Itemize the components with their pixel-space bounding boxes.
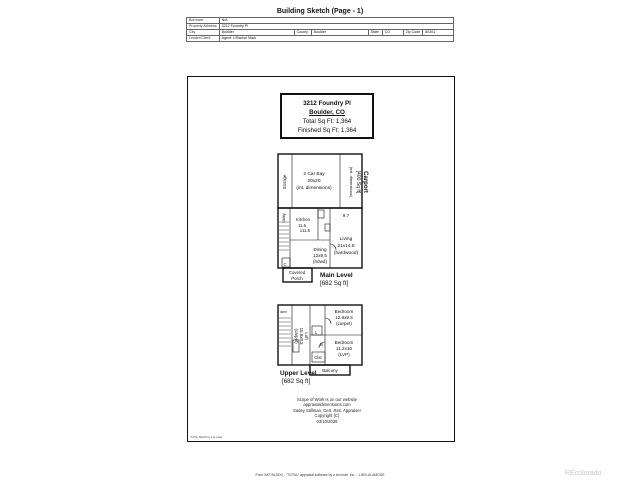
bedroom1-label: Bedroom (335, 309, 354, 314)
scope-block: Scope of Work is on our website appraisa… (262, 397, 392, 424)
porch-label-2: Porch (291, 276, 303, 281)
dining-dims: 12x9.5 (313, 253, 327, 258)
total-sqft: Total Sq Ft: 1,364 (302, 118, 352, 125)
city-line: Boulder, CO (309, 109, 345, 116)
loft-dims: 15.8x8.3 (299, 328, 304, 345)
main-level-outline (277, 207, 363, 269)
header-table: Borrower N/A Property Address 3212 Found… (186, 17, 455, 42)
upper-level-sqft: [682 Sq ft] (282, 378, 310, 385)
c-label: C (283, 262, 286, 267)
b-label: B (320, 342, 323, 347)
kitchen-dims2: x11.5 (300, 228, 311, 233)
carport-title: Carport (362, 171, 368, 193)
storage-label: Storage (282, 174, 287, 189)
porch-outline (282, 267, 313, 283)
garage-label: 2 Car Bay (303, 171, 325, 177)
loft-floor: (carpet) (294, 328, 299, 344)
living-dims: 21x14.8 (337, 243, 354, 249)
l-label: L (315, 330, 318, 335)
balcony-outline (309, 364, 351, 376)
balcony-label: Balcony (322, 368, 338, 373)
porch-label-1: Covered (289, 270, 306, 275)
garage-note: (int. dimensions) (296, 185, 332, 191)
kitchen-label: Kitchen (296, 217, 311, 222)
living-floor: (hardwood) (334, 250, 359, 256)
lender-value: Agent: L/Rachel Mark (218, 35, 455, 42)
carport-dims: (ext. dimensions) (349, 167, 354, 198)
sketch-sheet (187, 76, 455, 442)
bedroom2-floor: (LVP) (338, 352, 350, 357)
bedroom2-dims: 11.2x10 (336, 346, 352, 351)
carport-sqft: [400 Sq ft] (355, 171, 361, 194)
bedroom1-floor: (carpet) (336, 321, 352, 326)
form-footer: Form SKT.BLDDG - "TOTAL" appraisal softw… (255, 473, 385, 477)
loft-label: Loft (304, 332, 309, 340)
scope-line-3: Sadey Stillman, Cert. Res. Appraiser (293, 407, 361, 413)
bedroom1-dims: 12.8x9.5 (335, 315, 353, 320)
utility-label: Utility (282, 213, 286, 222)
main-level-sqft: [682 Sq ft] (320, 280, 348, 287)
dim-9-7: 9.7 (343, 213, 350, 218)
dining-label: Dining (313, 247, 326, 252)
scope-line-4: Copyright (C) (314, 413, 340, 419)
scope-line-1: Scope of Work is on our website (297, 397, 357, 402)
address-line: 3212 Foundry Pl (303, 100, 351, 107)
garage-dims: 20x20 (307, 178, 320, 184)
bedroom2-label: Bedroom (335, 340, 354, 345)
main-level-title: Main Level (320, 272, 353, 279)
address-box: 3212 Foundry Pl Boulder, CO Total Sq Ft:… (280, 93, 374, 139)
scope-line-2: appraisaldimensions.com (303, 402, 351, 408)
kitchen-dims: 11.6 (298, 223, 307, 228)
dwn-label: dwn (280, 310, 287, 314)
finished-sqft: Finished Sq Ft: 1,364 (297, 127, 357, 134)
living-label: Living (340, 236, 353, 242)
page-title: Building Sketch (Page - 1) (276, 8, 364, 15)
closet-label: Clst (314, 355, 322, 360)
sketch-note: TOTAL Sketch by a la mode (190, 436, 223, 439)
watermark: REcolorado (565, 470, 602, 477)
dining-floor: (hdwd) (313, 259, 328, 264)
upper-level-title: Upper Level (280, 370, 317, 377)
scope-line-5: 03/10/2026 (316, 418, 338, 424)
